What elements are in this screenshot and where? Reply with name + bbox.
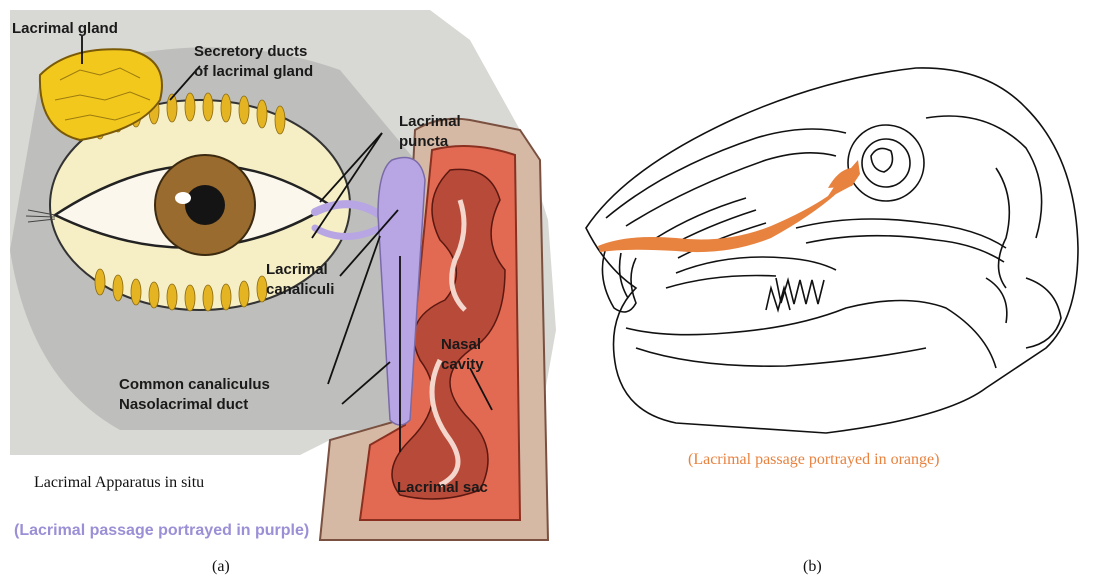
panel-b-sublabel: (b)	[803, 558, 822, 576]
label-lacrimal-canaliculi-line2: canaliculi	[266, 281, 334, 298]
panel-a-passage-note: (Lacrimal passage portrayed in purple)	[14, 522, 309, 540]
label-nasal-cavity: Nasal	[441, 336, 481, 353]
lacrimal-apparatus-illustration: Lacrimal gland Secretory ducts of lacrim…	[0, 0, 556, 552]
label-lacrimal-sac: Lacrimal sac	[397, 479, 488, 496]
lacrimal-sac-orange	[828, 160, 860, 188]
label-lacrimal-puncta-line2: puncta	[399, 133, 448, 150]
eye-highlight	[175, 192, 191, 204]
label-secretory-ducts-line2: of lacrimal gland	[194, 63, 313, 80]
label-lacrimal-gland: Lacrimal gland	[12, 20, 118, 37]
skull-outline	[586, 68, 1078, 433]
label-secretory-ducts: Secretory ducts	[194, 43, 307, 60]
pupil	[185, 185, 225, 225]
label-lacrimal-canaliculi: Lacrimal	[266, 261, 328, 278]
panel-a-sublabel: (a)	[212, 558, 230, 576]
rabbit-skull-drawing	[566, 48, 1094, 478]
rabbit-skull-illustration	[566, 48, 1094, 478]
label-nasal-cavity-line2: cavity	[441, 356, 484, 373]
panel-a-caption: Lacrimal Apparatus in situ	[34, 474, 204, 492]
label-common-canaliculus: Common canaliculus	[119, 376, 270, 393]
label-nasolacrimal-duct: Nasolacrimal duct	[119, 396, 248, 413]
panel-b-passage-note: (Lacrimal passage portrayed in orange)	[688, 451, 939, 469]
label-lacrimal-puncta: Lacrimal	[399, 113, 461, 130]
